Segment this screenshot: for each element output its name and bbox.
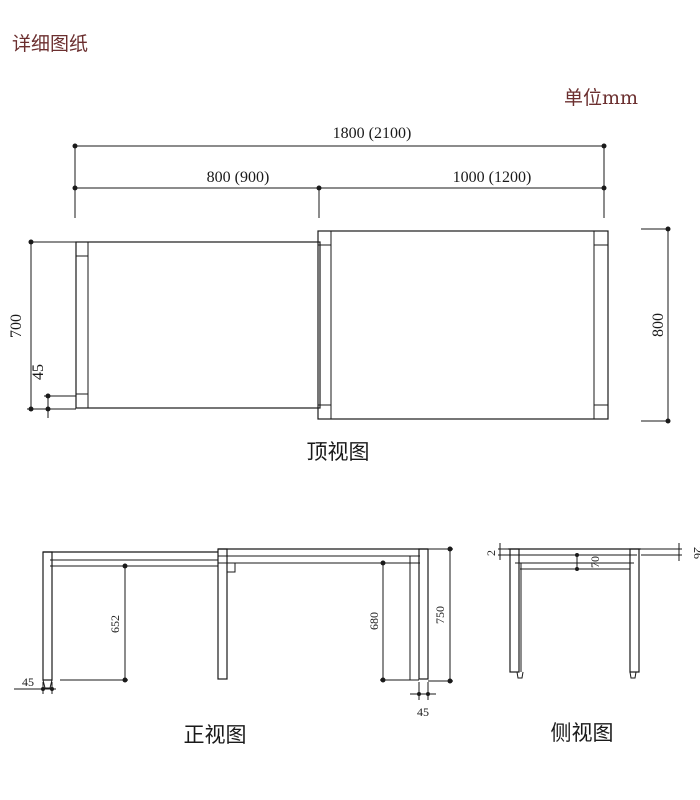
left-inner-height-label: 652	[108, 615, 122, 633]
front-view-label: 正视图	[184, 723, 247, 747]
total-height-label: 750	[433, 606, 447, 624]
left-leg-dimension: 45	[14, 675, 56, 694]
right-inner-height-label: 680	[367, 612, 381, 630]
side-view: 2 70 26 侧视图	[484, 543, 700, 745]
top-view: 1800 (2100) 800 (900) 1000 (1200)	[8, 125, 671, 464]
front-right-section	[217, 548, 429, 681]
right-inner-height-dimension: 680	[367, 560, 410, 683]
right-depth-label: 800	[650, 313, 667, 337]
total-length-dimension: 1800 (2100)	[72, 125, 607, 149]
left-section-label: 800 (900)	[207, 169, 270, 186]
edge-dimension: 26	[641, 543, 700, 561]
drawing-heading: 详细图纸	[12, 33, 88, 55]
top-right-section	[317, 230, 609, 420]
front-left-section	[42, 551, 218, 689]
top-left-section	[75, 241, 321, 409]
section-dimension: 800 (900) 1000 (1200)	[72, 169, 607, 191]
left-depth-dimension: 700 45	[8, 239, 76, 418]
total-length-label: 1800 (2100)	[333, 125, 412, 142]
front-view: 652 680 750 45	[14, 546, 453, 747]
right-leg-label: 45	[417, 705, 429, 719]
apron-dimension: 70	[575, 553, 602, 571]
top-thickness-label: 2	[484, 550, 498, 556]
right-depth-dimension: 800	[641, 226, 671, 424]
right-leg-dimension: 45	[410, 682, 436, 719]
right-section-label: 1000 (1200)	[453, 169, 532, 186]
left-inner-height-dimension: 652	[60, 563, 128, 683]
top-view-label: 顶视图	[307, 440, 370, 464]
apron-label: 70	[588, 556, 602, 568]
unit-label: 单位mm	[564, 87, 638, 109]
edge-label: 26	[691, 547, 700, 559]
side-view-label: 侧视图	[551, 721, 614, 745]
frame-width-label: 45	[30, 364, 47, 380]
left-leg-label: 45	[22, 675, 34, 689]
left-depth-label: 700	[8, 314, 25, 338]
top-thickness-dimension: 2	[484, 543, 512, 560]
total-height-dimension: 750	[428, 546, 453, 684]
